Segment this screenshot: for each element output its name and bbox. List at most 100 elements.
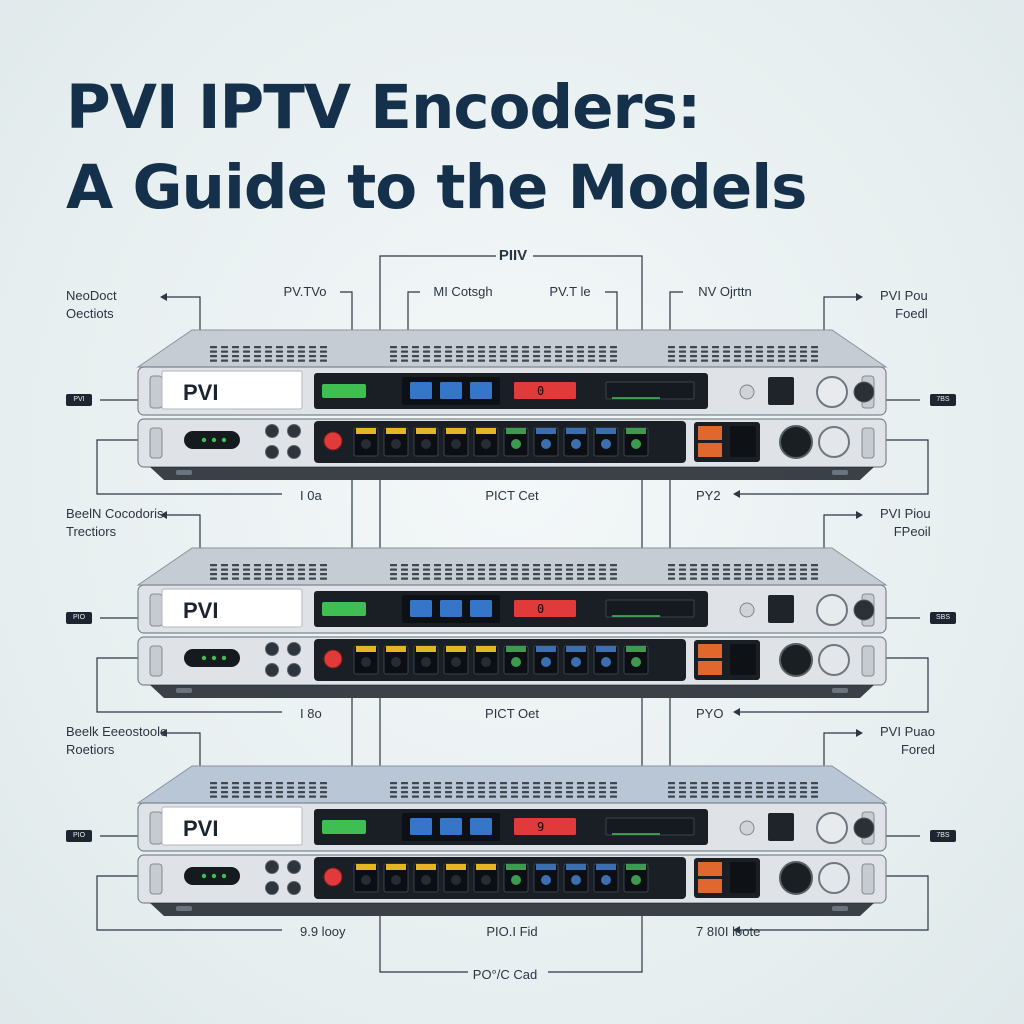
leader-line [823, 514, 858, 558]
label-top-center: PIIV [498, 247, 528, 264]
tag-left: PIO [66, 612, 92, 624]
jack-port [853, 599, 875, 621]
status-led-green [322, 602, 366, 616]
record-button [323, 431, 343, 451]
leader-line [823, 732, 858, 776]
leader-arrow [733, 926, 740, 934]
label-top-b: MI Cotsgh [433, 284, 493, 299]
leader-arrow [856, 729, 863, 737]
page-title: PVI IPTV Encoders: A Guide to the Models [66, 68, 986, 228]
control-button [265, 642, 279, 656]
blue-button [440, 600, 462, 617]
blue-button [470, 600, 492, 617]
leader-line [340, 291, 353, 330]
power-switch [768, 595, 794, 623]
title-line-1: PVI IPTV Encoders: [66, 72, 701, 143]
volume-knob [816, 376, 848, 408]
control-button [287, 860, 301, 874]
leader-line [548, 916, 643, 973]
small-knob [739, 820, 755, 836]
status-led-green [322, 820, 366, 834]
label-bottom-right: PYO [696, 706, 724, 721]
small-knob [739, 602, 755, 618]
control-button [287, 881, 301, 895]
label-top-d: NV Ojrttn [698, 284, 752, 299]
vent-grille [210, 346, 818, 362]
label-bottom-center: PICT Oet [485, 706, 539, 721]
red-display [514, 818, 576, 835]
note-left: BeelN Cocodoris Trectiors [66, 506, 164, 539]
control-button [287, 642, 301, 656]
blue-button [440, 818, 462, 835]
control-button [287, 445, 301, 459]
record-button [323, 867, 343, 887]
unit-base [150, 685, 874, 698]
power-switch [768, 377, 794, 405]
leader-line [669, 291, 683, 330]
tag-right: 7BS [930, 394, 956, 406]
leader-line [96, 875, 282, 931]
rack-ear-left [149, 811, 163, 845]
tag-right: 7BS [930, 830, 956, 842]
label-bottom-right: PY2 [696, 488, 721, 503]
lcd-readout [605, 817, 695, 836]
label-bottom-right: 7 8I0I loote [696, 924, 761, 939]
note-right: PVI Piou FPeoil [880, 506, 931, 539]
brand-plate [161, 588, 303, 628]
display-code: 0 [537, 602, 544, 616]
vent-grille [210, 782, 818, 798]
tag-left: PVI [66, 394, 92, 406]
volume-knob [816, 594, 848, 626]
leader-arrow [160, 729, 167, 737]
note-left: NeoDoct Oectiots [66, 288, 117, 321]
blue-button [440, 382, 462, 399]
jack-port [853, 381, 875, 403]
output-knob [818, 426, 850, 458]
leader-line [738, 657, 929, 713]
brand-plate [161, 370, 303, 410]
control-button [265, 881, 279, 895]
blue-button [470, 382, 492, 399]
blue-button [410, 382, 432, 399]
unit-base [150, 903, 874, 916]
leader-line [823, 296, 858, 340]
leader-line [96, 657, 282, 713]
status-led-green [322, 384, 366, 398]
leader-arrow [733, 490, 740, 498]
volume-knob [816, 812, 848, 844]
xlr-port [779, 425, 813, 459]
leader-arrow [856, 511, 863, 519]
display-code: 9 [537, 820, 544, 834]
blue-button [410, 818, 432, 835]
unit-base [150, 467, 874, 480]
output-knob [818, 862, 850, 894]
jack-port [853, 817, 875, 839]
tag-left: PIO [66, 830, 92, 842]
control-button [265, 445, 279, 459]
label-footer: PO°/C Cad [472, 967, 538, 982]
control-button [287, 424, 301, 438]
note-left: Beelk Eeeostoole Roetiors [66, 724, 168, 757]
red-display [514, 382, 576, 399]
label-top-a: PV.TVo [283, 284, 327, 299]
red-display [514, 600, 576, 617]
leader-line [738, 439, 929, 495]
brand-plate [161, 806, 303, 846]
control-button [287, 663, 301, 677]
brand-label: PVI [183, 816, 218, 841]
leader-line [165, 296, 201, 340]
blue-button [410, 600, 432, 617]
leader-line [407, 291, 420, 330]
blue-button [470, 818, 492, 835]
label-bottom-center: PICT Cet [485, 488, 539, 503]
xlr-port [779, 861, 813, 895]
leader-line [379, 916, 468, 973]
leader-line [165, 732, 201, 776]
tag-right: SBS [930, 612, 956, 624]
brand-label: PVI [183, 380, 218, 405]
note-right: PVI Puao Fored [880, 724, 935, 757]
xlr-port [779, 643, 813, 677]
